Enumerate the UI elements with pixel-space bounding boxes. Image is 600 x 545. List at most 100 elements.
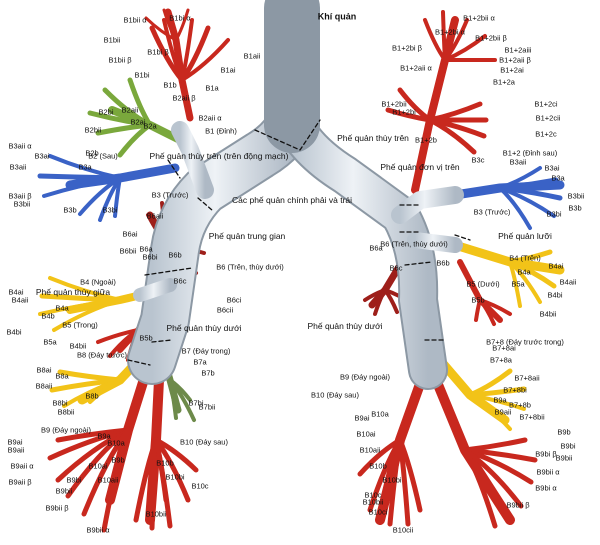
right-b1-branch — [164, 8, 194, 122]
right-segment-label-48: B4bii — [69, 341, 87, 351]
right-segment-label-76: B9aii α — [10, 461, 34, 471]
left-b10-twig-4 — [397, 437, 423, 513]
annotation-2: Phế quản trung gian — [208, 231, 286, 241]
right-b1-tip-2 — [174, 8, 190, 42]
right-segment-label-34: B6b — [168, 250, 182, 260]
left-segment-label-50: B9bi — [560, 441, 576, 451]
left-segment-label-4: B1+2aiii — [504, 45, 532, 55]
left-b78-twig-3 — [468, 393, 512, 431]
left-segment-label-57: B10bii — [362, 497, 384, 507]
annotation-4: Phế quản đơn vị trên — [380, 162, 460, 172]
left-segment-label-33: B5 (Dưới) — [466, 279, 500, 289]
left-b12-tip-5 — [427, 117, 477, 155]
right-segment-label-30: B6ai — [122, 229, 138, 239]
left-segment-label-41: B7+8bi — [503, 385, 527, 395]
left-upper-lobe-bronchus — [391, 186, 464, 224]
left-segment-label-29: B4ai — [548, 261, 564, 271]
right-b4-twig-3 — [52, 298, 122, 332]
airway-trunk — [127, 0, 464, 390]
left-segment-label-42: B7+8b — [509, 400, 531, 410]
right-segment-label-16: B2a — [143, 121, 157, 131]
left-segment-label-15: B1+2 (Đỉnh sau) — [502, 148, 558, 158]
right-segment-label-66: B9bi — [66, 475, 82, 485]
right-b1-twig-1 — [162, 18, 184, 82]
right-segment-label-74: B10bii — [145, 509, 167, 519]
right-segment-label-29: B6aii — [146, 211, 164, 221]
left-b12-branch — [411, 16, 459, 194]
trachea-label: Khí quản — [317, 11, 357, 22]
right-segment-label-45: B5 (Trong) — [62, 320, 98, 330]
right-segment-label-37: B6ci — [226, 295, 242, 305]
left-segment-label-47: B9a — [493, 395, 507, 405]
left-segment-label-9: B1+2bii — [381, 99, 407, 109]
left-segment-label-45: B10 (Đáy sau) — [311, 390, 359, 400]
left-segment-label-20: B3bii — [567, 191, 585, 201]
left-segment-label-63: B9bi α — [535, 483, 557, 493]
left-b9-twig-3 — [462, 447, 524, 509]
left-segment-label-36: B4bii — [539, 309, 557, 319]
right-segment-label-47: B5b — [139, 333, 153, 343]
boundary-line-4 — [127, 359, 151, 366]
right-segment-label-0: B1bii α — [123, 15, 147, 25]
right-segment-label-35: B6 (Trên, thùy dưới) — [216, 262, 284, 272]
right-segment-label-3: B1bi β — [147, 47, 169, 57]
left-segment-label-35: B5b — [471, 295, 485, 305]
right-segment-label-9: B1a — [205, 83, 219, 93]
left-segment-label-60: B10cii — [392, 525, 414, 535]
right-segment-label-25: B3bii — [13, 199, 31, 209]
left-segment-label-11: B1+2bi — [392, 107, 416, 117]
left-b5-branch — [457, 259, 503, 323]
annotation-7: Phế quản thùy dưới — [307, 321, 383, 331]
right-segment-label-18: B1 (Đỉnh) — [205, 126, 237, 136]
annotation-5: Phế quản thùy giữa — [35, 287, 111, 297]
right-segment-label-24: B3a — [78, 162, 92, 172]
right-segment-label-7: B1ai — [220, 65, 236, 75]
left-segment-label-24: B6 (Trên, thùy dưới) — [380, 239, 448, 249]
middle-lobe-bronchus — [133, 278, 177, 302]
boundary-line-10 — [454, 234, 471, 241]
right-segment-label-50: B7a — [193, 357, 207, 367]
left-segment-label-1: B1+2bi α — [435, 27, 465, 37]
right-segment-label-79: B9bii α — [86, 525, 110, 535]
right-segment-label-67: B9bii — [55, 486, 73, 496]
boundary-line-0 — [254, 119, 321, 151]
left-segment-label-2: B1+2bii β — [475, 33, 507, 43]
right-segment-label-72: B10b — [156, 458, 174, 468]
right-segment-label-15: B2ai — [130, 117, 146, 127]
right-segment-label-13: B2aii α — [198, 113, 222, 123]
left-segment-label-7: B1+2aii α — [400, 63, 432, 73]
left-segment-label-58: B10c — [364, 490, 382, 500]
annotation-8: Phế quản thùy trên (trên động mạch) — [149, 151, 289, 161]
right-b10-twig-4 — [153, 437, 199, 473]
left-segment-label-54: B10aii — [359, 445, 381, 455]
right-segment-label-60: B8bii — [57, 407, 75, 417]
right-segment-label-22: B3aii — [9, 162, 27, 172]
left-b4-twig-4 — [508, 260, 522, 308]
left-segment-label-52: B10a — [371, 409, 389, 419]
right-segment-label-27: B3bi — [102, 205, 118, 215]
left-segment-label-27: B6b — [436, 258, 450, 268]
right-segment-label-14: B2bii — [84, 125, 102, 135]
left-segment-label-38: B7+8ai — [492, 343, 516, 353]
right-segment-label-49: B7 (Đáy trong) — [181, 346, 231, 356]
left-segment-label-10: B1+2ci — [534, 99, 558, 109]
left-segment-label-13: B1+2b — [415, 135, 437, 145]
left-b12-tip-1 — [385, 107, 433, 123]
right-segment-label-58: B8b — [85, 391, 99, 401]
right-segment-label-23: B3aii β — [8, 191, 32, 201]
right-segment-label-78: B9bii β — [45, 503, 69, 513]
left-segment-label-8: B1+2a — [493, 77, 515, 87]
right-segment-label-53: B7bii — [198, 402, 216, 412]
left-segment-label-53: B10ai — [356, 429, 376, 439]
left-segment-label-37: B7+8 (Đáy trước trong) — [486, 337, 564, 347]
right-segment-label-57: B8aii — [35, 381, 53, 391]
right-b3-twig-1 — [37, 173, 123, 181]
left-segment-label-49: B9b — [557, 427, 571, 437]
left-b3-twig-4 — [498, 186, 532, 230]
right-segment-label-11: B2aii β — [172, 93, 196, 103]
right-segment-label-61: B9 (Đáy ngoài) — [40, 425, 92, 435]
right-segment-label-63: B9aii — [7, 445, 25, 455]
left-segment-label-34: B5a — [511, 279, 525, 289]
left-segment-label-0: B1+2bii α — [463, 13, 495, 23]
